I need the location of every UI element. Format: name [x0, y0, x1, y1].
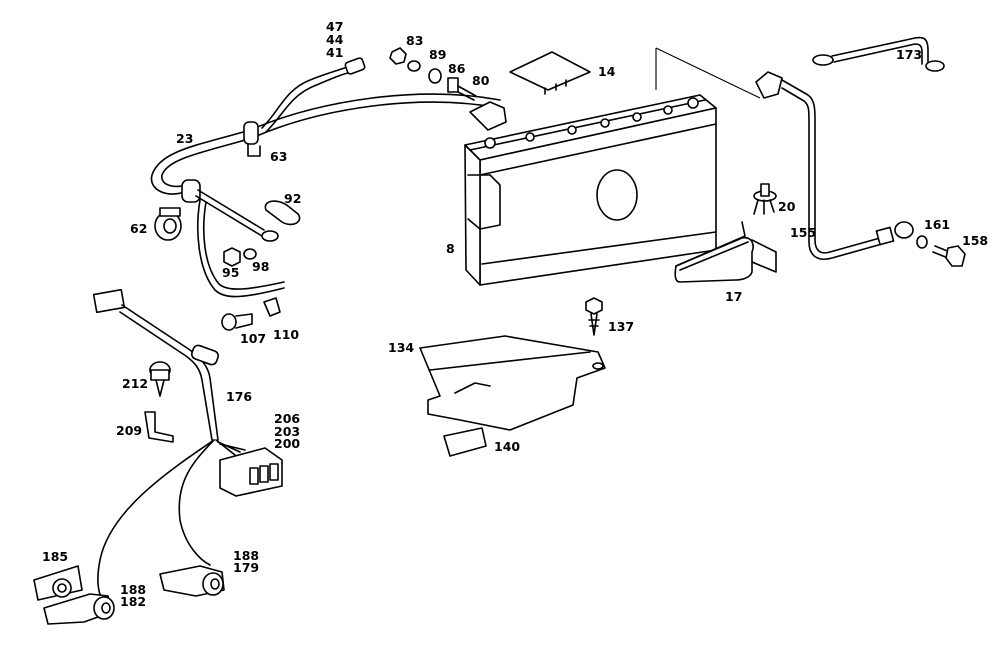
label-209: 209 — [116, 423, 143, 438]
cable-clamp — [181, 179, 201, 203]
label-80: 80 — [472, 73, 490, 88]
label-188a: 188 — [120, 582, 147, 597]
clip-20 — [753, 183, 777, 215]
cable-lug — [261, 230, 279, 242]
nut-95 — [223, 247, 241, 267]
battery-indicator — [596, 169, 638, 221]
label-83: 83 — [406, 33, 424, 48]
screw-212 — [149, 361, 171, 397]
label-140: 140 — [494, 439, 521, 454]
battery-8 — [464, 94, 717, 286]
label-188b: 188 — [233, 548, 260, 563]
cover-plate-134 — [419, 335, 606, 431]
label-92: 92 — [284, 191, 302, 206]
label-185: 185 — [42, 549, 69, 564]
label-107: 107 — [240, 331, 267, 346]
label-155: 155 — [790, 225, 817, 240]
reference-line — [655, 47, 761, 99]
label-98: 98 — [252, 259, 270, 274]
washer-98 — [243, 248, 257, 260]
cable-branch — [197, 199, 285, 298]
label-44: 44 — [326, 32, 344, 47]
label-63: 63 — [270, 149, 288, 164]
cable-lead — [195, 189, 265, 237]
cable-23 — [150, 93, 507, 195]
label-158: 158 — [962, 233, 989, 248]
battery-tray-17 — [674, 221, 777, 283]
label-20: 20 — [778, 199, 796, 214]
label-212: 212 — [122, 376, 149, 391]
label-173: 173 — [896, 47, 923, 62]
sensor-182 — [43, 593, 115, 625]
harness-176 — [92, 288, 246, 601]
label-95: 95 — [222, 265, 240, 280]
cable-sensor-branch — [261, 57, 366, 133]
label-161: 161 — [924, 217, 951, 232]
terminal-clamp — [469, 101, 507, 131]
label-14: 14 — [598, 64, 616, 79]
screw-107 — [221, 313, 253, 331]
label-8: 8 — [446, 241, 455, 256]
label-203: 203 — [274, 424, 301, 439]
sensor-179 — [159, 565, 225, 597]
terminal-cover-14 — [509, 51, 591, 91]
washer-161 — [916, 235, 928, 249]
ground-cable-155 — [755, 71, 914, 260]
label-134: 134 — [388, 340, 415, 355]
label-17: 17 — [725, 289, 743, 304]
label-62: 62 — [130, 221, 148, 236]
label-86: 86 — [448, 61, 466, 76]
sensor-185 — [33, 565, 83, 601]
bracket-209 — [144, 411, 174, 443]
clip-63 — [243, 121, 259, 145]
nut-83 — [389, 47, 407, 65]
label-23: 23 — [176, 131, 194, 146]
bolt-158 — [932, 245, 966, 267]
label-179: 179 — [233, 560, 260, 575]
clip-86 — [447, 77, 459, 93]
clamp-62 — [154, 207, 182, 241]
label-47: 47 — [326, 19, 344, 34]
screw-137 — [585, 297, 603, 336]
ground-strap-173 — [812, 36, 945, 72]
label-137: 137 — [608, 319, 635, 334]
cap-92 — [264, 200, 301, 226]
connector-200 — [219, 447, 283, 497]
washer-89 — [428, 68, 442, 84]
label-206: 206 — [274, 411, 301, 426]
label-89: 89 — [429, 47, 447, 62]
lock-washer-89 — [407, 60, 421, 72]
clip-110 — [263, 297, 281, 317]
label-41: 41 — [326, 45, 344, 60]
clip-140 — [443, 427, 487, 457]
label-200: 200 — [274, 436, 301, 451]
label-182: 182 — [120, 594, 147, 609]
sensor-41 — [344, 57, 366, 75]
bolt-80 — [457, 85, 477, 101]
label-176: 176 — [226, 389, 253, 404]
label-110: 110 — [273, 327, 300, 342]
